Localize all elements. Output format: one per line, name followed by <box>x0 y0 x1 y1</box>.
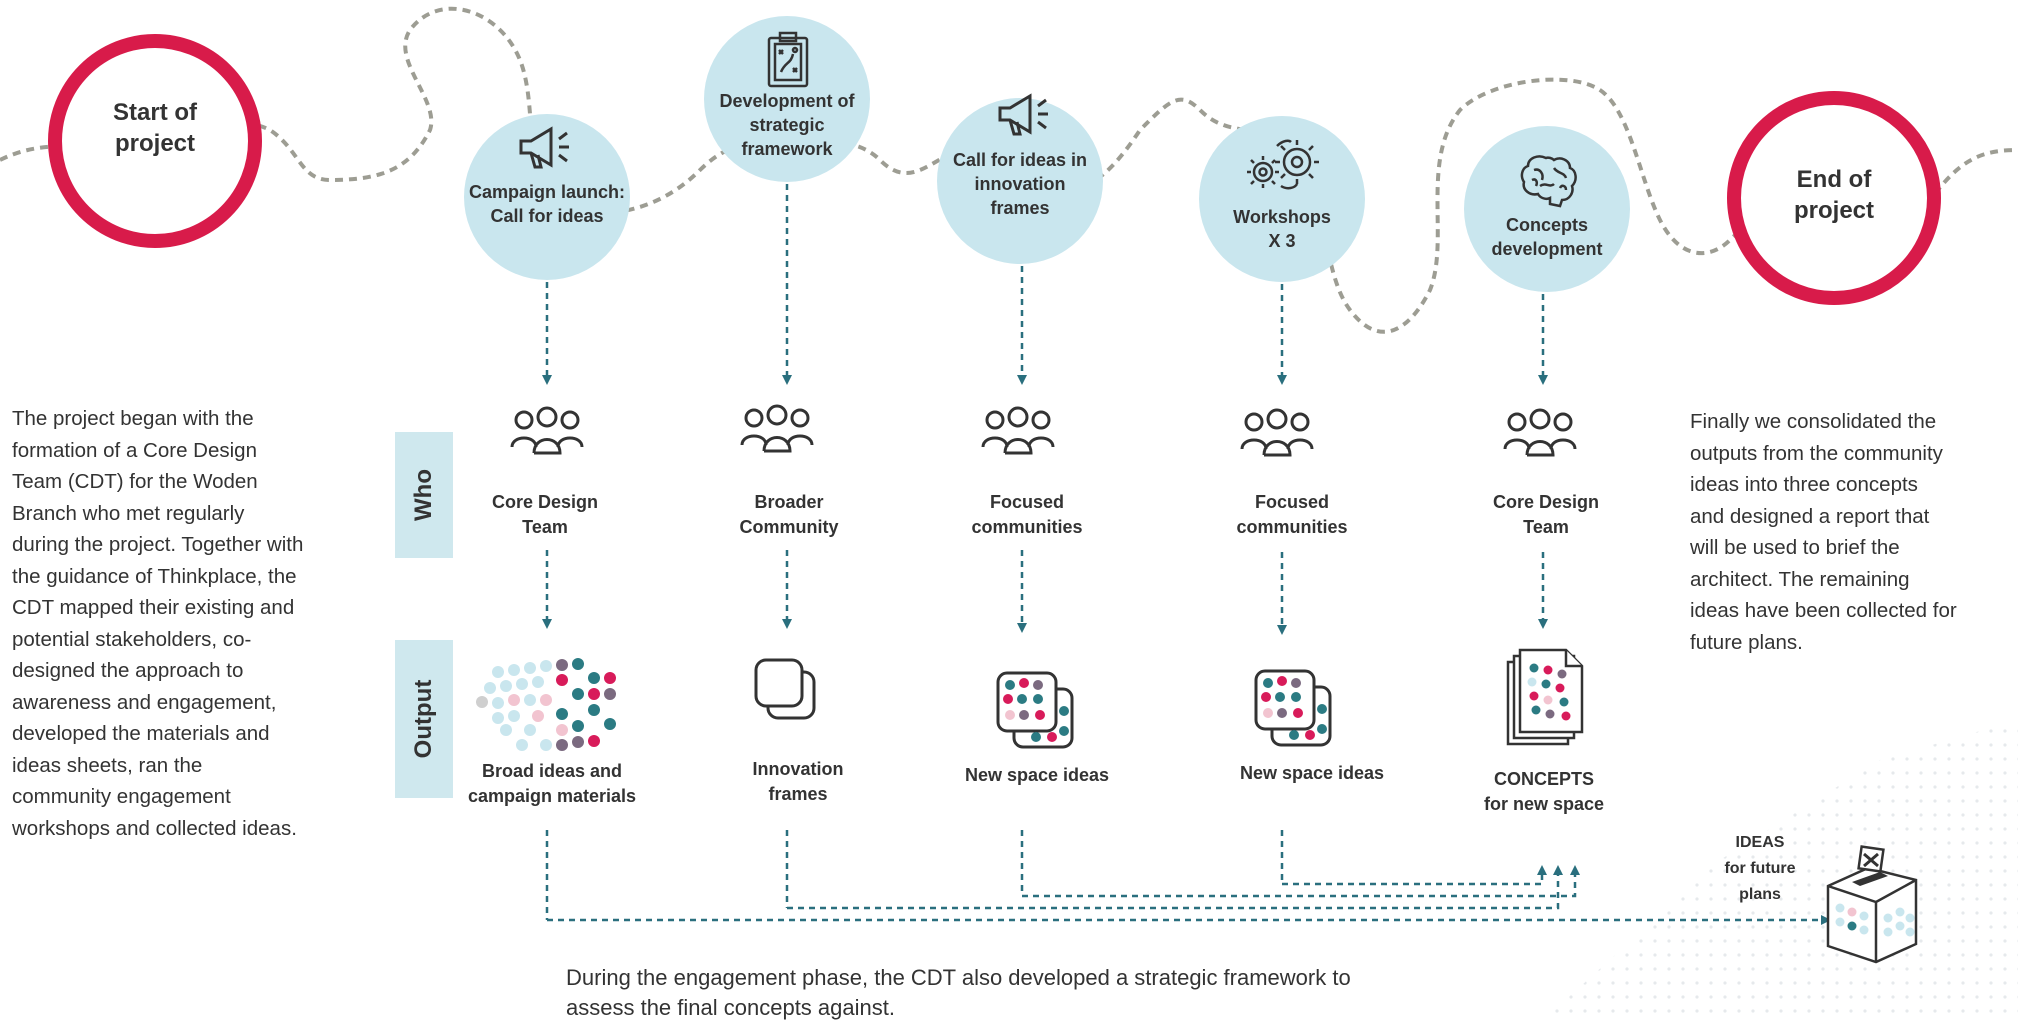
stage-bubble-5 <box>1464 126 1630 292</box>
frames-icon <box>754 658 816 720</box>
stage-label-1: Campaign launch: Call for ideas <box>468 182 625 226</box>
ideas-future-label: IDEAS for future plans <box>1724 834 1796 903</box>
people-icon <box>510 404 1577 457</box>
who-label-4: Focused communities <box>1236 492 1348 537</box>
output-row-label: Output <box>395 640 453 798</box>
who-label-1: Core Design Team <box>491 492 599 537</box>
who-label-5: Core Design Team <box>1492 492 1600 537</box>
who-label-2: Broader Community <box>739 492 839 537</box>
bottom-description: During the engagement phase, the CDT als… <box>566 965 1351 1020</box>
documents-icon <box>1506 648 1584 746</box>
start-label: Start of project <box>113 99 197 157</box>
gears-icon <box>1247 139 1319 190</box>
stage-label-3: Call for ideas in innovation frames <box>952 150 1088 218</box>
clipboard-strategy-icon <box>767 31 809 88</box>
megaphone-icon <box>519 126 569 169</box>
output-label-2: Innovation frames <box>752 759 844 804</box>
stage-bubble-2 <box>704 16 870 182</box>
stage-bubble-3 <box>937 98 1103 264</box>
stage-label-2: Development of strategic framework <box>719 91 855 159</box>
stage-label-5: Concepts development <box>1491 215 1603 259</box>
output-label-3: New space ideas <box>964 765 1110 785</box>
stage-label-4: Workshops X 3 <box>1233 207 1331 251</box>
ballot-box-icon <box>1826 845 1918 964</box>
stage-bubble-4 <box>1199 116 1365 282</box>
start-ring <box>48 34 262 248</box>
who-label-3: Focused communities <box>971 492 1083 537</box>
right-description: Finally we consolidated the outputs from… <box>1690 410 1957 654</box>
end-label: End of project <box>1793 166 1874 224</box>
brain-icon <box>1520 155 1577 208</box>
end-ring <box>1727 91 1941 305</box>
who-row-label: Who <box>395 432 453 558</box>
stage-bubble-1 <box>464 114 630 280</box>
output-label-4: New space ideas <box>1239 763 1385 783</box>
dot-cluster-icon <box>476 658 616 751</box>
left-description: The project began with the formation of … <box>12 407 304 840</box>
idea-cards-icon <box>1254 669 1332 747</box>
idea-cards-icon <box>996 671 1074 749</box>
megaphone-icon <box>998 93 1048 136</box>
output-label-1: Broad ideas and campaign materials <box>467 761 637 806</box>
output-label-5: CONCEPTS for new space <box>1483 769 1605 814</box>
